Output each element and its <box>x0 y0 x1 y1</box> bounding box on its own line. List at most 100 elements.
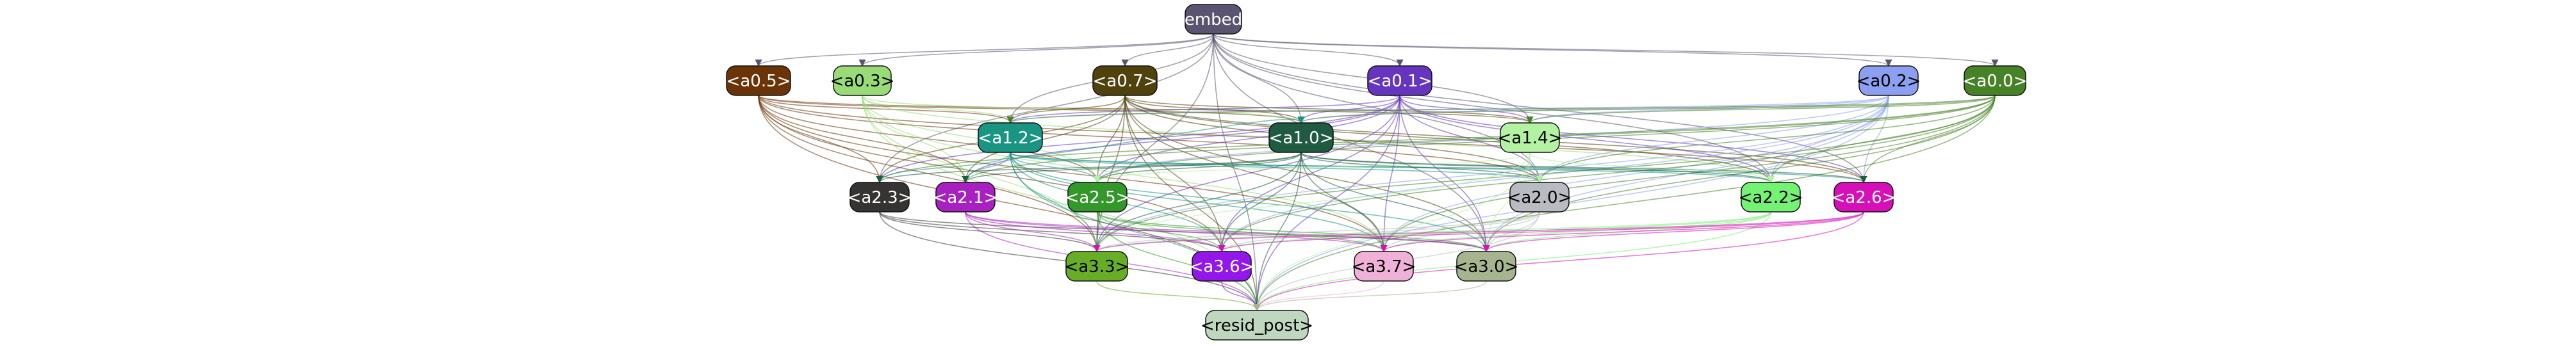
node-a07[interactable]: <a0.7> <box>1092 65 1158 96</box>
node-a20[interactable]: <a2.0> <box>1507 182 1572 213</box>
edge-a25-to-resid <box>1097 211 1261 312</box>
node-box <box>1067 182 1128 213</box>
node-label: <a1.4> <box>1498 129 1563 148</box>
edge-a12-to-a26 <box>1010 152 1867 184</box>
edge-a01-to-a12 <box>1006 95 1400 124</box>
edge-a21-to-a30 <box>965 211 1490 253</box>
edge-a03-to-a12 <box>862 95 1014 124</box>
edge-a02-to-a33 <box>1093 95 1889 253</box>
node-label: <a0.7> <box>1093 72 1158 91</box>
edge-a00-to-a21 <box>962 95 1996 184</box>
node-resid[interactable]: <resid_post> <box>1201 310 1313 341</box>
node-box <box>1354 251 1414 282</box>
edge-a10-to-a26 <box>1300 152 1867 184</box>
node-a26[interactable]: <a2.6> <box>1832 182 1896 213</box>
edge-a01-to-a23 <box>876 95 1400 184</box>
edge-a02-to-a26 <box>1860 95 1889 184</box>
node-box <box>1367 65 1432 96</box>
edge-a05-to-a37 <box>758 95 1388 253</box>
node-a05[interactable]: <a0.5> <box>726 65 791 96</box>
edge-a07-to-a14 <box>1124 95 1534 124</box>
edge-a25-to-a36 <box>1097 211 1226 253</box>
node-a22[interactable]: <a2.2> <box>1739 182 1803 213</box>
edge-a26-to-a37 <box>1380 211 1864 253</box>
edge-a14-to-a30 <box>1482 152 1530 253</box>
edge-a20-to-a33 <box>1093 211 1540 253</box>
node-a03[interactable]: <a0.3> <box>830 65 895 96</box>
node-a23[interactable]: <a2.3> <box>848 182 912 213</box>
edge-a10-to-a23 <box>876 152 1302 184</box>
edge-embed-to-resid <box>1213 33 1261 312</box>
node-label: <a3.6> <box>1190 257 1254 277</box>
node-label: <a1.2> <box>978 129 1043 148</box>
edge-a23-to-a33 <box>879 211 1101 253</box>
edge-a03-to-a10 <box>862 95 1305 124</box>
edge-a20-to-a36 <box>1218 211 1540 253</box>
edge-a12-to-a23 <box>876 152 1011 184</box>
edge-a05-to-a10 <box>758 95 1305 124</box>
node-box <box>1065 251 1128 282</box>
node-a14[interactable]: <a1.4> <box>1498 122 1563 153</box>
node-label: <a3.7> <box>1352 257 1416 277</box>
edge-a23-to-a36 <box>879 211 1226 253</box>
edge-a07-to-a12 <box>1006 95 1126 124</box>
edge-a33-to-resid <box>1096 280 1261 312</box>
node-a21[interactable]: <a2.1> <box>933 182 998 213</box>
edge-a05-to-a25 <box>758 95 1101 184</box>
edge-a00-to-a12 <box>1006 95 1996 124</box>
node-box <box>1500 122 1560 153</box>
edge-a20-to-a30 <box>1482 211 1540 253</box>
edge-a37-to-resid <box>1253 280 1384 312</box>
node-label: <a1.0> <box>1269 129 1334 148</box>
node-a36[interactable]: <a3.6> <box>1190 251 1254 282</box>
edge-a07-to-a33 <box>1093 95 1126 253</box>
edge-embed-to-a05 <box>755 33 1214 67</box>
node-a25[interactable]: <a2.5> <box>1065 182 1130 213</box>
node-label: <a2.2> <box>1739 188 1803 207</box>
edge-a10-to-a20 <box>1300 152 1543 184</box>
edge-a07-to-a36 <box>1124 95 1226 253</box>
node-a37[interactable]: <a3.7> <box>1352 251 1416 282</box>
edge-a10-to-a22 <box>1300 152 1775 184</box>
edge-a01-to-a10 <box>1297 95 1400 124</box>
edge-a21-to-a37 <box>965 211 1388 253</box>
edge-a14-to-a25 <box>1094 152 1530 184</box>
edge-a02-to-a37 <box>1380 95 1889 253</box>
edge-a07-to-a37 <box>1124 95 1388 253</box>
edge-embed-to-a30 <box>1213 33 1490 253</box>
node-label: <a0.5> <box>726 72 791 91</box>
edge-a10-to-a21 <box>962 152 1302 184</box>
node-a01[interactable]: <a0.1> <box>1367 65 1432 96</box>
node-label: <a2.1> <box>933 188 998 207</box>
edge-a01-to-a33 <box>1093 95 1400 253</box>
edge-a12-to-a25 <box>1010 152 1101 184</box>
edge-a05-to-a12 <box>758 95 1014 124</box>
node-label: <a3.0> <box>1454 257 1519 277</box>
edge-a05-to-a14 <box>758 95 1534 124</box>
node-box <box>1192 251 1252 282</box>
edge-a00-to-resid <box>1253 95 1996 312</box>
edge-a14-to-a22 <box>1529 152 1775 184</box>
node-label: <a2.0> <box>1507 188 1572 207</box>
edge-a30-to-resid <box>1253 280 1487 312</box>
edge-a02-to-a20 <box>1536 95 1889 184</box>
node-a12[interactable]: <a1.2> <box>978 122 1043 153</box>
node-a33[interactable]: <a3.3> <box>1065 251 1129 282</box>
edge-a01-to-a37 <box>1380 95 1400 253</box>
node-label: <resid_post> <box>1201 316 1313 335</box>
edge-a21-to-a36 <box>965 211 1226 253</box>
node-embed[interactable]: embed <box>1185 4 1242 35</box>
node-a30[interactable]: <a3.0> <box>1454 251 1519 282</box>
edge-a00-to-a33 <box>1093 95 1996 253</box>
edge-a01-to-a36 <box>1218 95 1400 253</box>
edge-a00-to-a10 <box>1297 95 1996 124</box>
edge-a00-to-a23 <box>876 95 1996 184</box>
node-a10[interactable]: <a1.0> <box>1268 122 1334 153</box>
node-box <box>1205 310 1309 341</box>
edge-a02-to-a10 <box>1297 95 1889 124</box>
node-a02[interactable]: <a0.2> <box>1857 65 1921 96</box>
edge-a26-to-a30 <box>1482 211 1864 253</box>
node-a00[interactable]: <a0.0> <box>1963 65 2028 96</box>
node-layer: embed <a0.5> <a0.3> <a0.7> <a0.1> <a0.2> <a0.0… <box>726 4 2028 341</box>
